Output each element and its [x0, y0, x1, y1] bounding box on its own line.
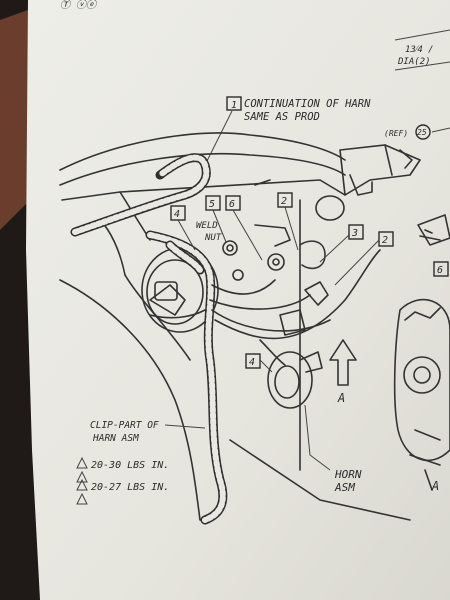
clip-line2: HARN ASM [92, 433, 139, 444]
horn-leader [304, 404, 331, 471]
weld-nut-line2: NUT [204, 233, 222, 243]
continuation-line2: SAME AS PROD [244, 111, 320, 123]
box-5: 5 [209, 199, 215, 210]
box-6: 6 [229, 199, 235, 210]
box-6-right: 6 [437, 265, 443, 276]
torque-triangle-2 [76, 470, 88, 483]
box-4-top: 4 [174, 209, 180, 220]
dia-label-2: DIA(2) [397, 57, 431, 67]
ref-label: (REF) [384, 129, 408, 138]
clip-line1: CLIP-PART OF [90, 420, 159, 431]
ref-circle [415, 124, 431, 140]
callout-box-1 [226, 96, 242, 111]
view-arrow: A [329, 339, 357, 405]
clip-leader [164, 424, 206, 429]
box-2: 2 [281, 196, 287, 207]
right-bracket: 6 [339, 144, 450, 491]
horn-line1: HORN [334, 468, 362, 481]
torque-note-1: 20-30 LBS IN. [91, 460, 169, 471]
paper-sheet [26, 0, 450, 600]
horn [267, 351, 323, 409]
callout-num-1: 1 [231, 100, 237, 111]
torque-triangle-3 [76, 478, 88, 491]
clip-callout: CLIP-PART OF HARN ASM [90, 420, 206, 444]
box-2-right: 2 [382, 235, 388, 246]
corner-mark: Ⓣ ⓥⓔ [60, 0, 98, 11]
dia-label-1: 13⁄4 / [405, 45, 434, 55]
weld-nut-line1: WELD [196, 221, 218, 231]
ref-num: 25 [417, 128, 427, 137]
continuation-line1: CONTINUATION OF HARN [244, 98, 371, 110]
numbered-callouts: 5 6 2 4 3 2 4 [170, 192, 394, 373]
torque-note-2: 20-27 LBS IN. [91, 482, 169, 493]
callout-continuation: 1 CONTINUATION OF HARN SAME AS PROD [204, 96, 371, 166]
box-3: 3 [351, 228, 358, 239]
view-a-right: A [431, 479, 439, 493]
grommet [315, 195, 345, 221]
weld-nut-callout: WELD NUT [196, 221, 222, 243]
relay-cluster [222, 224, 329, 336]
wiring-harness [70, 153, 381, 525]
horn-callout: HORN ASM [304, 404, 362, 494]
dimension-lines [394, 29, 450, 71]
torque-triangle-1 [76, 456, 88, 469]
torque-notes: 20-30 LBS IN. 20-27 LBS IN. [76, 456, 169, 505]
ref-leader [431, 127, 450, 133]
view-arrow-label: A [337, 391, 345, 405]
leader-1 [204, 110, 233, 166]
box-4-bottom: 4 [249, 357, 255, 368]
ref-callout: (REF) 25 [384, 124, 450, 140]
horn-line2: ASM [334, 481, 355, 494]
torque-triangle-4 [76, 492, 88, 505]
